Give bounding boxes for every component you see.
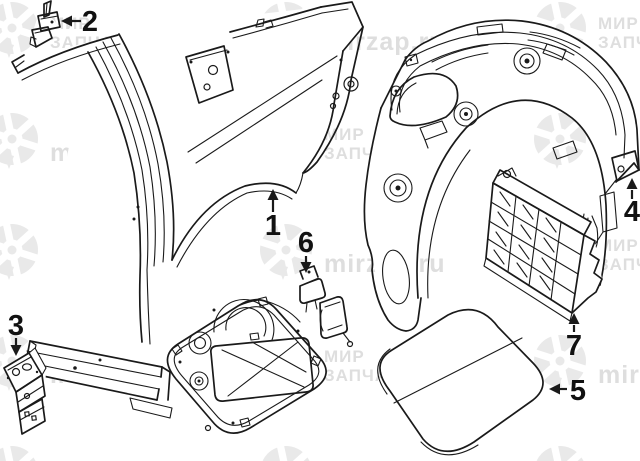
mirzap-logo-icon: [0, 0, 41, 58]
mirzap-logo-icon: [257, 220, 315, 280]
mirzap-logo-icon: [257, 442, 315, 461]
watermark-brand-text: ЗАПЧАСТЕЙ: [598, 33, 640, 52]
callout-5[interactable]: 5: [549, 375, 586, 407]
callout-7[interactable]: 7: [566, 313, 582, 362]
watermark-cluster: mirzap.ru: [257, 442, 315, 461]
callout-arrowhead-icon: [626, 178, 638, 189]
callout-arrowhead-icon: [61, 15, 72, 27]
callout-number[interactable]: 1: [265, 210, 281, 242]
callout-arrowhead-icon: [300, 262, 312, 273]
part-clip-drawing: [299, 265, 327, 313]
part-fuel-filler-housing-drawing: [166, 265, 354, 434]
callout-4[interactable]: 4: [624, 178, 640, 228]
mirzap-logo-icon: [0, 109, 41, 169]
callout-6[interactable]: 6: [298, 227, 314, 273]
watermark-brand-text: МИР: [324, 125, 365, 144]
watermark-brand-text: МИР: [598, 14, 639, 33]
callout-arrowhead-icon: [549, 383, 560, 395]
callout-number[interactable]: 6: [298, 227, 314, 259]
part-bracket-lower-drawing: [3, 347, 47, 435]
callout-2[interactable]: 2: [61, 6, 98, 38]
mirzap-logo-icon: [0, 220, 41, 280]
callout-1[interactable]: 1: [265, 189, 281, 242]
callout-number[interactable]: 2: [82, 6, 98, 38]
callout-number[interactable]: 7: [566, 330, 582, 362]
watermark-brand-text: МИР: [324, 347, 365, 366]
part-bracket-upper-drawing: [29, 0, 61, 48]
part-fuel-filler-door-drawing: [377, 308, 544, 456]
part-foam-lattice-drawing: [483, 167, 603, 322]
mirzap-logo-icon: [531, 109, 589, 169]
mirzap-logo-icon: [531, 442, 589, 461]
part-wheel-arch-liner-drawing: [363, 19, 640, 332]
mirzap-logo-icon: [0, 442, 41, 461]
watermark-brand-text: МИР: [598, 236, 639, 255]
callout-3[interactable]: 3: [8, 310, 24, 356]
callout-layer: 1 2 3 4 5 6 7: [8, 6, 640, 407]
part-quarter-panel-drawing: [11, 1, 364, 419]
callout-number[interactable]: 3: [8, 310, 24, 342]
watermark-brand-text: МИР: [50, 458, 91, 461]
callout-arrowhead-icon: [10, 345, 22, 356]
watermark-url-text: mirzap.ru: [598, 361, 640, 389]
callout-number[interactable]: 4: [624, 196, 640, 228]
watermark-cluster: mirzap.ru: [531, 331, 640, 391]
callout-number[interactable]: 5: [570, 375, 586, 407]
callout-arrowhead-icon: [267, 189, 279, 200]
mirzap-logo-icon: [531, 331, 589, 391]
watermark-brand-text: ЗАПЧАСТЕЙ: [598, 255, 640, 274]
callout-arrowhead-icon: [568, 313, 580, 324]
watermark-brand-text: МИР: [598, 458, 639, 461]
